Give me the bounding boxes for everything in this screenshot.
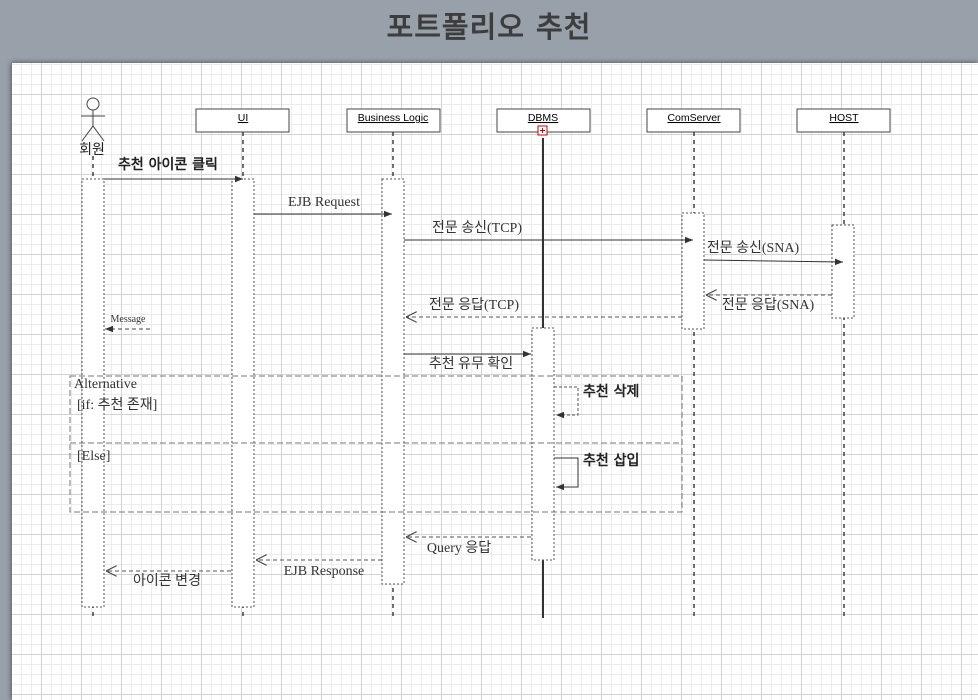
- lifeline-header-dbms[interactable]: DBMS: [496, 108, 591, 133]
- lifeline-comserver-label: ComServer: [667, 112, 721, 124]
- message-reply-tcp[interactable]: 전문 응답(TCP): [406, 297, 682, 317]
- lifeline-ui-label: UI: [238, 112, 249, 124]
- expand-icon[interactable]: [537, 125, 548, 136]
- activations: [81, 178, 855, 608]
- message-ejb-response-label: EJB Response: [284, 564, 365, 579]
- message-check-reco[interactable]: 추천 유무 확인: [404, 350, 531, 372]
- message-generic-label: Message: [111, 314, 147, 325]
- activation-member: [81, 178, 105, 608]
- message-insert-reco[interactable]: 추천 삽입: [554, 452, 639, 491]
- message-reply-sna[interactable]: 전문 응답(SNA): [706, 295, 832, 313]
- activation-host: [831, 224, 855, 319]
- lifeline-dbms-label: DBMS: [528, 112, 558, 124]
- activation-ui: [231, 178, 255, 608]
- message-icon-change-label: 아이콘 변경: [133, 573, 201, 589]
- message-send-sna[interactable]: 전문 송신(SNA): [703, 240, 844, 266]
- message-send-tcp[interactable]: 전문 송신(TCP): [404, 220, 693, 244]
- message-reply-tcp-label: 전문 응답(TCP): [429, 297, 519, 313]
- message-click-icon[interactable]: 추천 아이콘 클릭: [104, 156, 243, 183]
- message-icon-change[interactable]: 아이콘 변경: [106, 571, 231, 589]
- alt-guard-else: [Else]: [77, 449, 110, 464]
- lifeline-host-label: HOST: [829, 112, 859, 124]
- message-generic[interactable]: Message: [105, 314, 150, 333]
- message-click-icon-label: 추천 아이콘 클릭: [118, 156, 218, 173]
- message-ejb-request-label: EJB Request: [288, 195, 360, 210]
- message-insert-reco-label: 추천 삽입: [583, 452, 639, 469]
- alt-fragment[interactable]: Alternative [if: 추천 존재] [Else]: [69, 375, 683, 513]
- stick-figure-icon: [81, 97, 105, 142]
- message-reply-sna-label: 전문 응답(SNA): [722, 297, 815, 313]
- alt-guard-if: [if: 추천 존재]: [77, 397, 157, 413]
- alt-fragment-name: Alternative: [74, 377, 137, 392]
- activation-business-logic: [381, 178, 405, 585]
- lifeline-header-ui[interactable]: UI: [195, 108, 290, 133]
- message-delete-reco[interactable]: 추천 삭제: [554, 384, 639, 419]
- activation-comserver: [681, 212, 705, 330]
- message-delete-reco-label: 추천 삭제: [583, 384, 639, 400]
- activation-dbms: [531, 327, 555, 561]
- actor-member[interactable]: 회원: [79, 97, 105, 158]
- message-send-tcp-label: 전문 송신(TCP): [432, 220, 522, 236]
- message-query-reply-label: Query 응답: [427, 540, 491, 556]
- lifeline-business-logic-label: Business Logic: [358, 112, 429, 124]
- lifeline-header-comserver[interactable]: ComServer: [646, 108, 741, 133]
- message-check-reco-label: 추천 유무 확인: [429, 356, 513, 372]
- actor-label: 회원: [79, 142, 105, 158]
- lifeline-header-host[interactable]: HOST: [796, 108, 891, 133]
- message-send-sna-label: 전문 송신(SNA): [707, 240, 800, 256]
- message-ejb-request[interactable]: EJB Request: [254, 195, 392, 218]
- lifeline-header-business-logic[interactable]: Business Logic: [346, 108, 441, 133]
- page-title: 포트폴리오 추천: [386, 10, 592, 44]
- message-query-reply[interactable]: Query 응답: [406, 537, 531, 556]
- message-ejb-response[interactable]: EJB Response: [256, 560, 382, 579]
- diagram-canvas: 회원 UI Business Logic DBMS ComServer HOST: [12, 63, 978, 700]
